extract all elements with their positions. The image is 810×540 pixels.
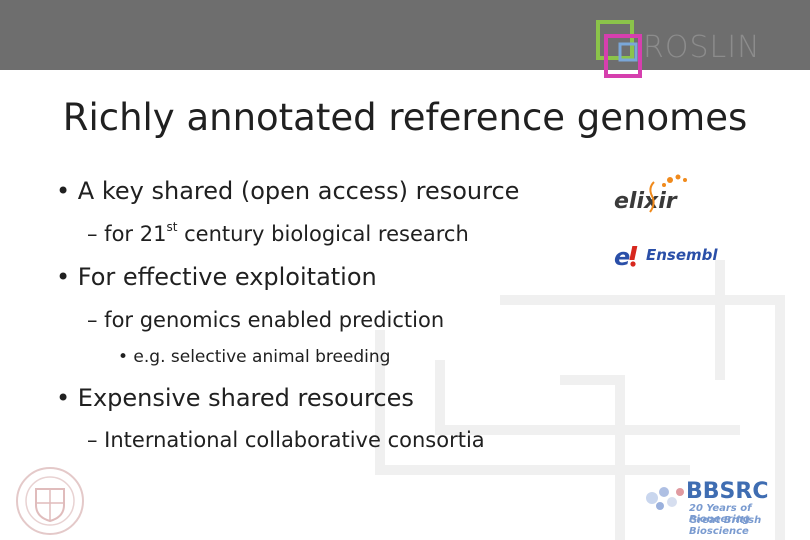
bullet-1-sub-part-a: – for 21 — [87, 222, 167, 246]
bullet-2: • For effective exploitation — [56, 263, 377, 291]
ensembl-logo-icon: e — [614, 243, 638, 269]
elixir-logo-icon: elixir — [614, 174, 687, 214]
bullet-1-sub-superscript: st — [166, 220, 178, 234]
roslin-logo-text: ROSLIN — [643, 30, 761, 65]
ensembl-logo-text: Ensembl — [646, 246, 718, 264]
bullet-1-sub: – for 21st century biological research — [87, 220, 469, 246]
svg-text:e: e — [614, 243, 630, 269]
bullet-2-sub: – for genomics enabled prediction — [87, 308, 445, 332]
bullet-3-sub: – International collaborative consortia — [87, 428, 485, 452]
bbsrc-tagline-1: 20 Years of Pioneering — [689, 503, 752, 525]
university-crest-icon — [16, 467, 84, 535]
bbsrc-logo-icon — [646, 487, 684, 510]
bullet-1: • A key shared (open access) resource — [56, 177, 520, 205]
elixir-logo-text: elixir — [614, 189, 678, 214]
bullet-3: • Expensive shared resources — [56, 384, 414, 412]
bullet-1-sub-part-b: century biological research — [177, 222, 469, 246]
bullet-2-subsub: • e.g. selective animal breeding — [118, 347, 391, 367]
bbsrc-logo-text: BBSRC — [686, 479, 769, 504]
header-bar — [0, 0, 810, 70]
bbsrc-tagline-2: Great British Bioscience — [689, 515, 762, 537]
slide-title: Richly annotated reference genomes — [62, 96, 748, 139]
roslin-logo-icon — [596, 20, 642, 78]
